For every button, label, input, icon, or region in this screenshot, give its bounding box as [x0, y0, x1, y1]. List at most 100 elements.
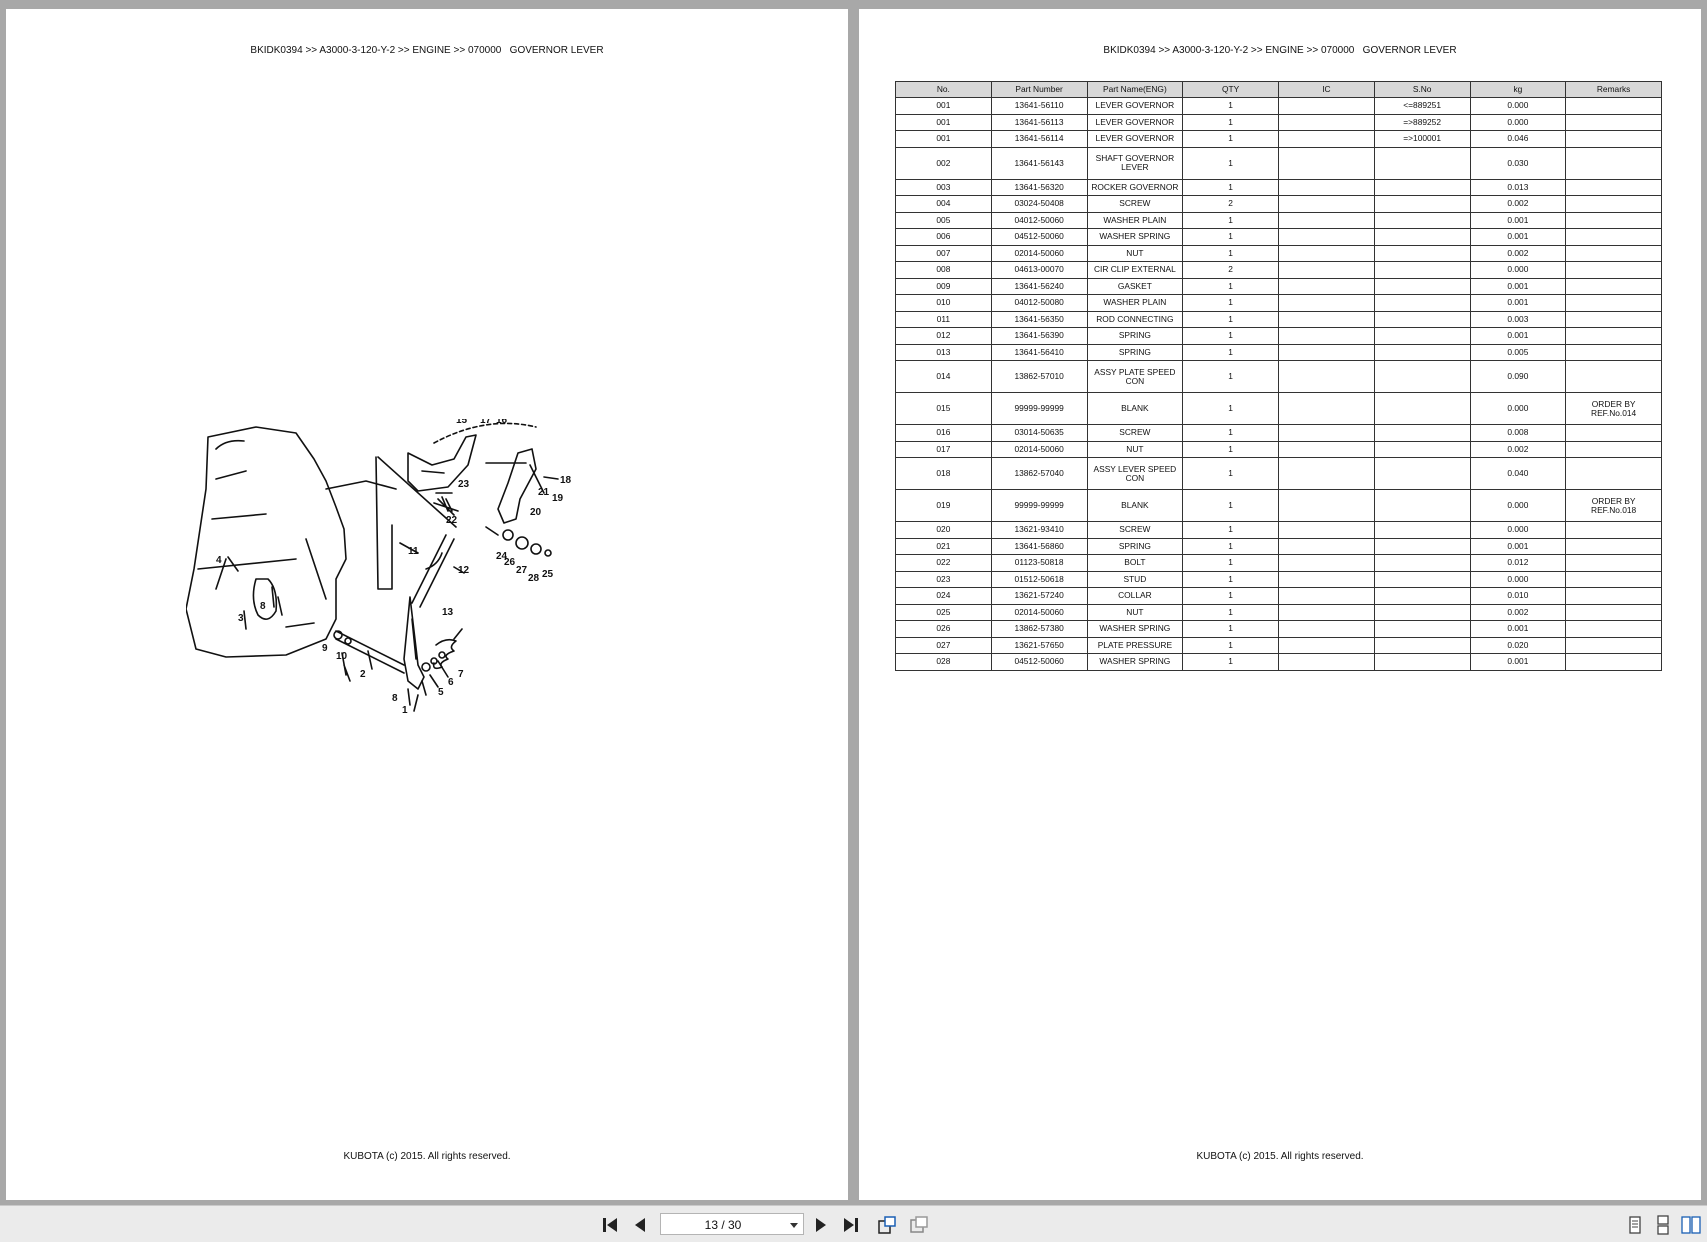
cell-ic: [1278, 113, 1375, 131]
cell-part-name: WASHER PLAIN: [1086, 211, 1184, 229]
callout-15: 15: [456, 419, 468, 426]
cell-part-number: 13641-56390: [990, 327, 1088, 345]
page-number-select[interactable]: 13 / 30: [660, 1213, 804, 1235]
cell-kg: 0.001: [1469, 277, 1567, 295]
cell-part-name: SHAFT GOVERNOR LEVER: [1086, 146, 1184, 180]
cell-qty: 2: [1182, 195, 1279, 213]
cell-no: 003: [895, 178, 992, 196]
cell-ic: [1278, 178, 1375, 196]
cell-kg: 0.003: [1469, 310, 1567, 328]
cell-qty: 1: [1182, 360, 1279, 393]
cell-no: 017: [895, 440, 992, 458]
cell-remarks: [1565, 570, 1662, 588]
callout-1: 1: [402, 705, 408, 716]
document-page-right: BKIDK0394 >> A3000-3-120-Y-2 >> ENGINE >…: [859, 9, 1701, 1200]
cell-sno: [1373, 261, 1471, 279]
cell-remarks: [1565, 343, 1662, 361]
rotate-view-icon[interactable]: [876, 1215, 898, 1235]
cell-qty: 1: [1182, 457, 1279, 490]
cell-no: 014: [895, 360, 992, 393]
cell-part-name: CIR CLIP EXTERNAL: [1086, 261, 1184, 279]
page-number-text: 13 / 30: [704, 1218, 742, 1232]
cell-part-name: SPRING: [1086, 327, 1184, 345]
cell-part-name: ROD CONNECTING: [1086, 310, 1184, 328]
last-page-icon[interactable]: [840, 1215, 862, 1235]
cell-remarks: ORDER BY REF.No.018: [1565, 489, 1662, 522]
cell-remarks: [1565, 113, 1662, 131]
toggle-pane-icon[interactable]: [908, 1215, 930, 1235]
cell-remarks: [1565, 261, 1662, 279]
col-kg: kg: [1469, 81, 1567, 98]
cell-remarks: [1565, 554, 1662, 572]
cell-part-number: 01512-50618: [990, 570, 1088, 588]
page-header: BKIDK0394 >> A3000-3-120-Y-2 >> ENGINE >…: [1103, 45, 1457, 56]
callout-24: 24: [496, 551, 508, 562]
col-part-name: Part Name(ENG): [1086, 81, 1184, 98]
cell-kg: 0.000: [1469, 113, 1567, 131]
cell-no: 002: [895, 146, 992, 180]
cell-part-number: 99999-99999: [990, 392, 1088, 425]
cell-qty: 1: [1182, 554, 1279, 572]
cell-ic: [1278, 603, 1375, 621]
cell-sno: [1373, 554, 1471, 572]
cell-no: 015: [895, 392, 992, 425]
cell-qty: 1: [1182, 570, 1279, 588]
cell-qty: 1: [1182, 587, 1279, 605]
two-page-view-icon[interactable]: [1680, 1215, 1702, 1235]
cell-sno: [1373, 195, 1471, 213]
cell-part-number: 04613-00070: [990, 261, 1088, 279]
cell-sno: [1373, 211, 1471, 229]
cell-ic: [1278, 294, 1375, 312]
cell-ic: [1278, 521, 1375, 539]
first-page-icon[interactable]: [599, 1215, 621, 1235]
cell-qty: 1: [1182, 603, 1279, 621]
cell-part-number: 04012-50080: [990, 294, 1088, 312]
single-page-view-icon[interactable]: [1624, 1215, 1646, 1235]
cell-part-name: GASKET: [1086, 277, 1184, 295]
callout-3: 3: [238, 613, 244, 624]
cell-part-number: 13641-56350: [990, 310, 1088, 328]
cell-sno: =>889252: [1373, 113, 1471, 131]
cell-kg: 0.001: [1469, 228, 1567, 246]
table-header-row: No. Part Number Part Name(ENG) QTY IC S.…: [895, 81, 1662, 98]
cell-qty: 1: [1182, 343, 1279, 361]
page-footer: KUBOTA (c) 2015. All rights reserved.: [1196, 1151, 1364, 1162]
cell-part-name: WASHER SPRING: [1086, 653, 1184, 671]
cell-part-name: SPRING: [1086, 343, 1184, 361]
cell-remarks: ORDER BY REF.No.014: [1565, 392, 1662, 425]
col-qty: QTY: [1182, 81, 1279, 98]
cell-remarks: [1565, 457, 1662, 490]
cell-qty: 1: [1182, 130, 1279, 148]
cell-part-number: 04012-50060: [990, 211, 1088, 229]
cell-qty: 1: [1182, 178, 1279, 196]
cell-part-number: 13641-56113: [990, 113, 1088, 131]
col-part-number: Part Number: [990, 81, 1088, 98]
cell-no: 005: [895, 211, 992, 229]
cell-remarks: [1565, 440, 1662, 458]
cell-part-name: COLLAR: [1086, 587, 1184, 605]
cell-no: 023: [895, 570, 992, 588]
callout-28: 28: [528, 573, 540, 584]
cell-no: 018: [895, 457, 992, 490]
cell-part-number: 03024-50408: [990, 195, 1088, 213]
callout-2: 2: [360, 669, 366, 680]
prev-page-icon[interactable]: [629, 1215, 651, 1235]
cell-sno: [1373, 636, 1471, 654]
cell-no: 025: [895, 603, 992, 621]
continuous-view-icon[interactable]: [1652, 1215, 1674, 1235]
cell-qty: 1: [1182, 424, 1279, 442]
next-page-icon[interactable]: [810, 1215, 832, 1235]
